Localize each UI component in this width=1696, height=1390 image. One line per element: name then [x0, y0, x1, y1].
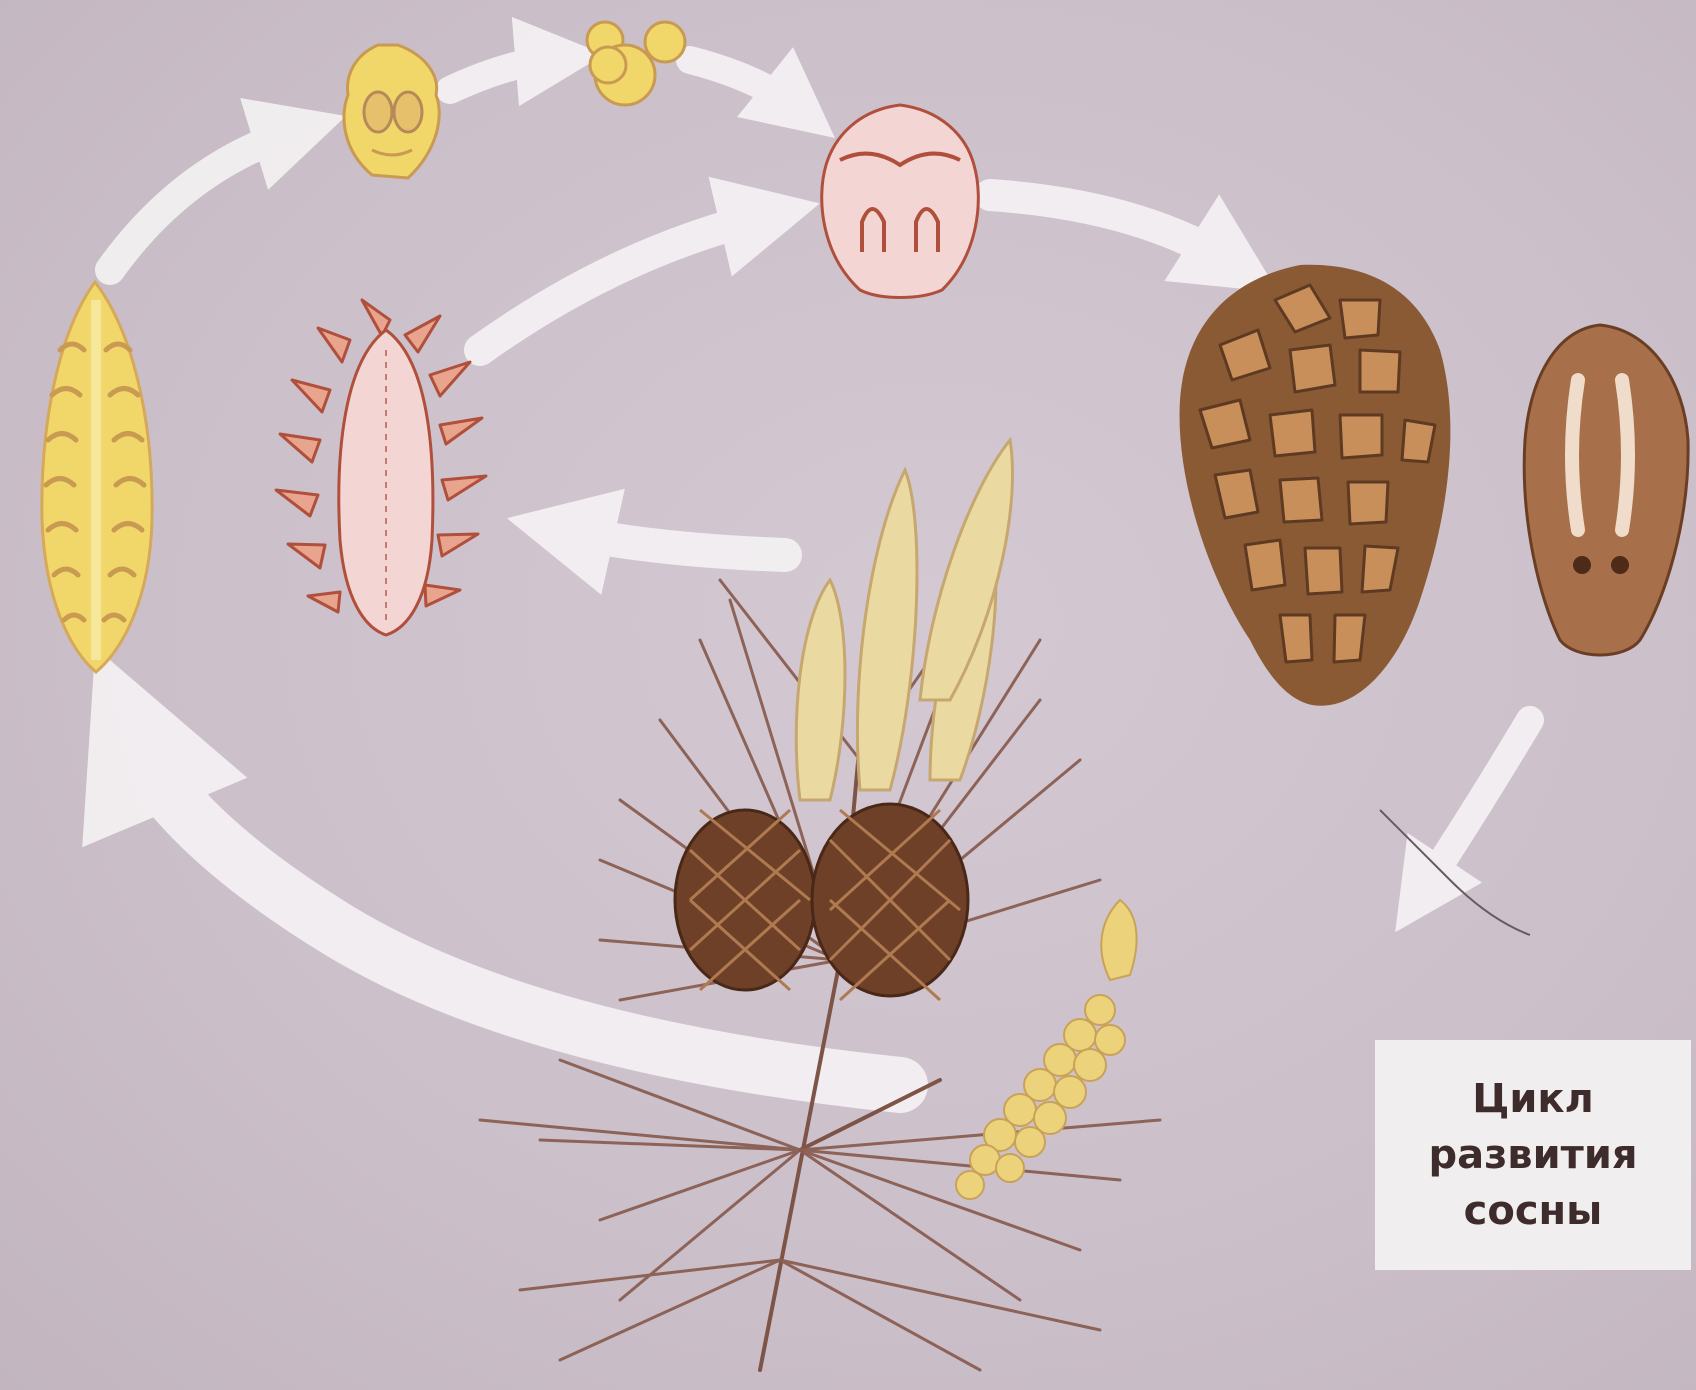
arrow-pollen-to-ovule — [690, 60, 800, 110]
pollen-grain — [587, 22, 685, 105]
young-male-shoots — [796, 440, 1012, 800]
arrow-female-cone-to-ovule — [480, 215, 770, 350]
seed-scale — [1524, 325, 1688, 655]
ovule-scale — [822, 105, 979, 298]
arrow-branch-to-female-cone — [560, 530, 785, 555]
title-line-1: Цикл — [1472, 1071, 1594, 1127]
arrow-ovule-to-mature-cone — [990, 195, 1235, 265]
female-cone — [276, 300, 486, 635]
arrow-seed-to-seedling — [1420, 720, 1530, 895]
male-cone-cluster — [956, 900, 1137, 1199]
pine-branch — [480, 440, 1160, 1370]
male-cone — [42, 282, 152, 672]
title-line-2: развития — [1428, 1127, 1637, 1183]
title-line-3: сосны — [1464, 1183, 1603, 1239]
arrow-microsporangium-to-pollen — [450, 58, 560, 90]
mature-cone — [1180, 265, 1451, 706]
microsporangium-scale — [344, 45, 439, 178]
arrow-male-cone-to-microsporangium — [110, 130, 300, 270]
title-caption: Цикл развития сосны — [1375, 1040, 1691, 1270]
branch-cones — [675, 804, 968, 1000]
